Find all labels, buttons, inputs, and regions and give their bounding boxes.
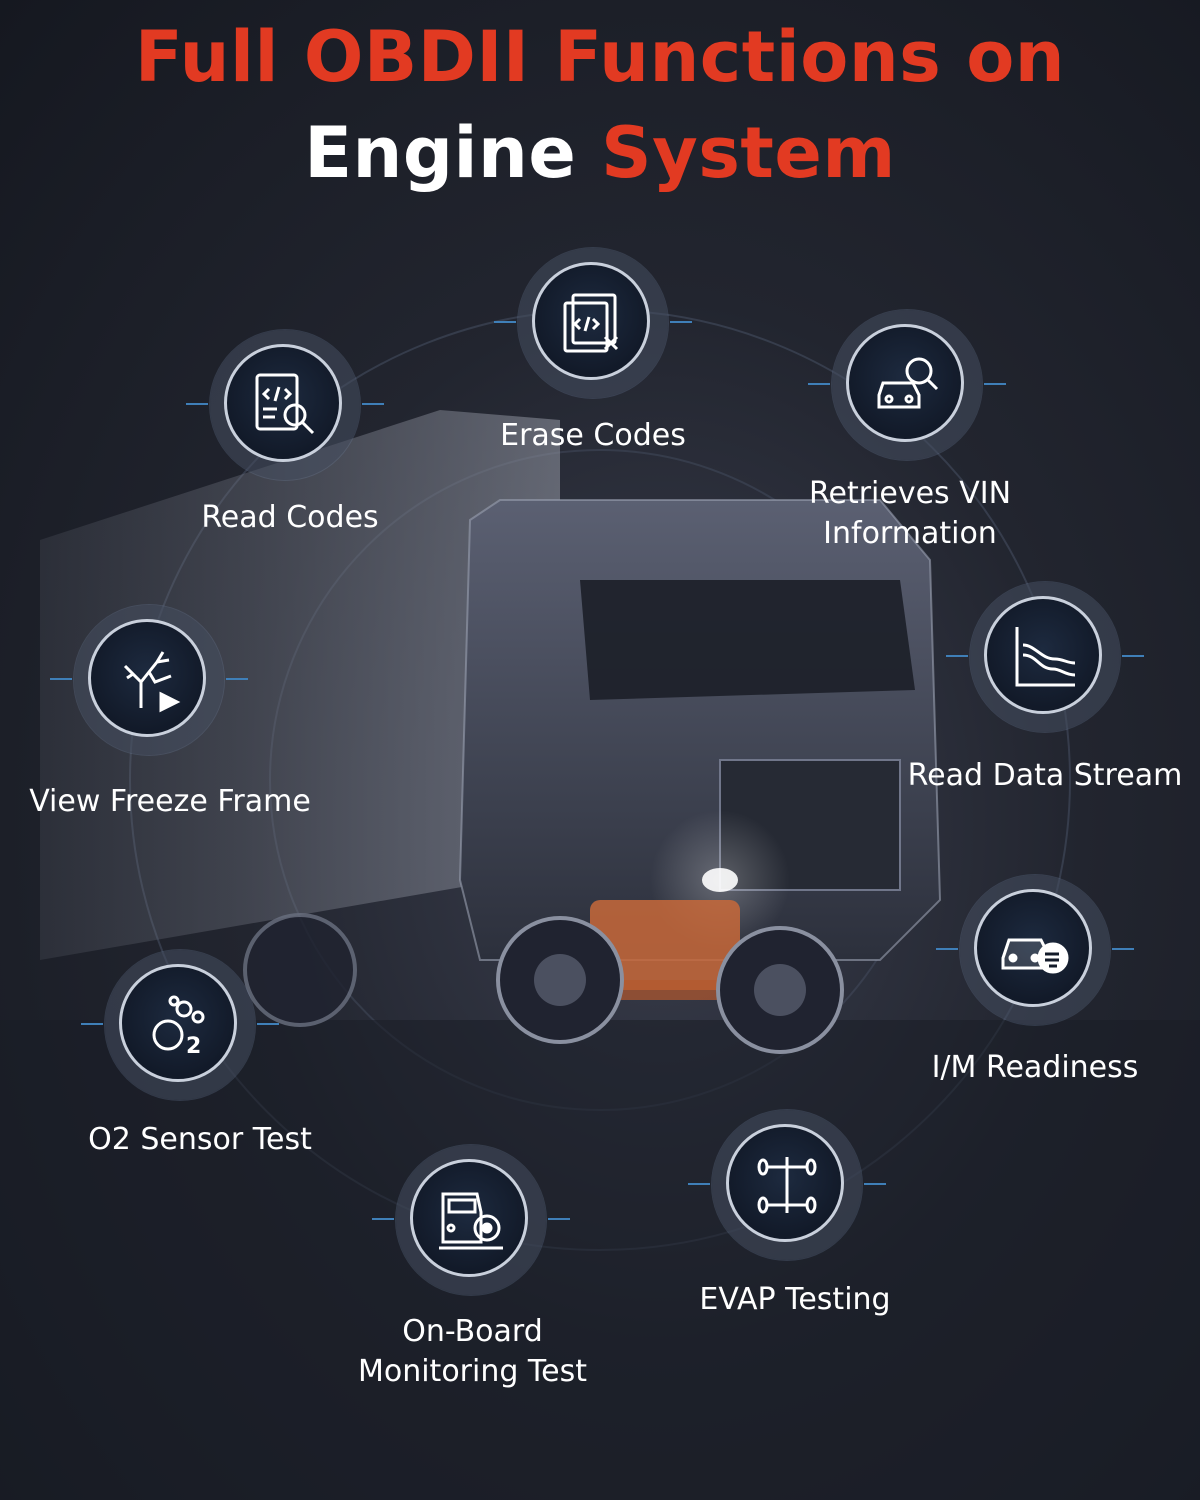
badge-o2-sensor: 2 xyxy=(81,950,279,1100)
svg-text:2: 2 xyxy=(186,1034,201,1059)
label-vin: Retrieves VIN Information xyxy=(800,474,1020,554)
badge-read-codes xyxy=(186,330,384,480)
freeze-frame-icon xyxy=(123,651,181,713)
label-im-readiness: I/M Readiness xyxy=(931,1050,1139,1085)
badge-data-stream xyxy=(946,582,1144,732)
onboard-monitor-icon xyxy=(439,1192,503,1250)
axle-icon xyxy=(757,1157,817,1214)
label-erase-codes: Erase Codes xyxy=(500,418,686,453)
label-onboard-line2: Monitoring Test xyxy=(357,1354,588,1389)
car-emission-icon xyxy=(1001,938,1069,974)
badge-onboard xyxy=(372,1145,570,1295)
headline-line2: Engine System xyxy=(0,112,1200,194)
label-onboard: On-Board Monitoring Test xyxy=(340,1312,605,1392)
badge-im-readiness xyxy=(936,875,1134,1025)
badge-freeze-frame xyxy=(50,605,248,755)
label-onboard-line1: On-Board xyxy=(402,1314,543,1349)
o2-icon: 2 xyxy=(152,995,205,1059)
badge-erase-codes xyxy=(494,248,692,398)
label-vin-line1: Retrieves VIN xyxy=(808,476,1012,511)
car-search-icon xyxy=(877,357,939,409)
label-freeze-frame: View Freeze Frame xyxy=(29,784,311,819)
label-data-stream: Read Data Stream xyxy=(907,758,1183,793)
badge-vin xyxy=(808,310,1006,460)
code-erase-icon xyxy=(563,293,619,353)
label-evap: EVAP Testing xyxy=(699,1282,891,1317)
graph-icon xyxy=(1015,627,1076,687)
label-vin-line2: Information xyxy=(823,516,997,551)
headline-system: System xyxy=(601,112,896,194)
badge-evap xyxy=(688,1110,886,1260)
label-read-codes: Read Codes xyxy=(201,500,379,535)
headline-line1: Full OBDII Functions on xyxy=(134,16,1066,98)
document-code-search-icon xyxy=(255,373,315,435)
headline-engine: Engine xyxy=(304,112,577,194)
label-o2-sensor: O2 Sensor Test xyxy=(88,1122,312,1157)
